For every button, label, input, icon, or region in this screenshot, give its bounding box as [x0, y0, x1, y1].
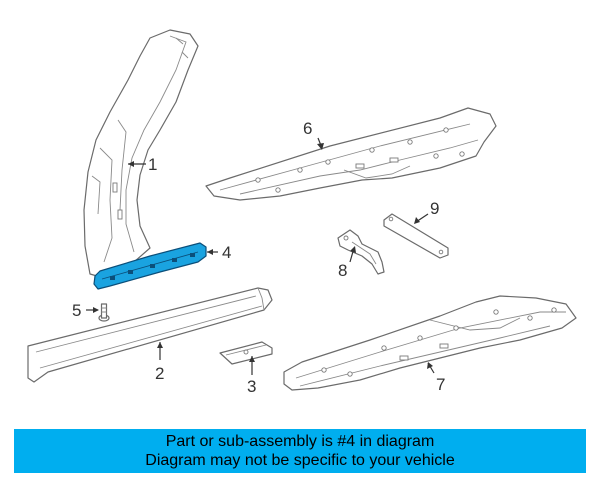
callout-5: 5	[72, 301, 81, 320]
part-7-lower-floor-pan	[283, 295, 577, 391]
part-9-strap	[383, 213, 449, 259]
part-1-pillar	[83, 29, 199, 279]
callout-2: 2	[155, 364, 164, 383]
part-3-bracket-plate	[219, 341, 273, 365]
part-4-reinforcement-rail	[93, 242, 207, 290]
callout-7: 7	[436, 375, 445, 394]
callout-8: 8	[338, 261, 347, 280]
part-2-rocker-panel	[27, 287, 273, 383]
leader-lines	[86, 137, 435, 375]
callout-labels: 1 2 3 4 5 6 7 8 9	[72, 119, 445, 396]
parts-diagram: 1 2 3 4 5 6 7 8 9	[27, 29, 577, 396]
callout-4: 4	[222, 243, 231, 262]
part-8-bracket	[337, 229, 385, 275]
banner-line-1: Part or sub-assembly is #4 in diagram	[165, 433, 435, 450]
part-5-bolt	[98, 303, 110, 322]
part-6-upper-floor-pan	[205, 107, 497, 201]
banner-line-2: Diagram may not be specific to your vehi…	[145, 452, 455, 469]
info-banner: Part or sub-assembly is #4 in diagram Di…	[14, 429, 586, 473]
callout-6: 6	[303, 119, 312, 138]
callout-9: 9	[430, 199, 439, 218]
callout-3: 3	[247, 377, 256, 396]
callout-1: 1	[148, 155, 157, 174]
